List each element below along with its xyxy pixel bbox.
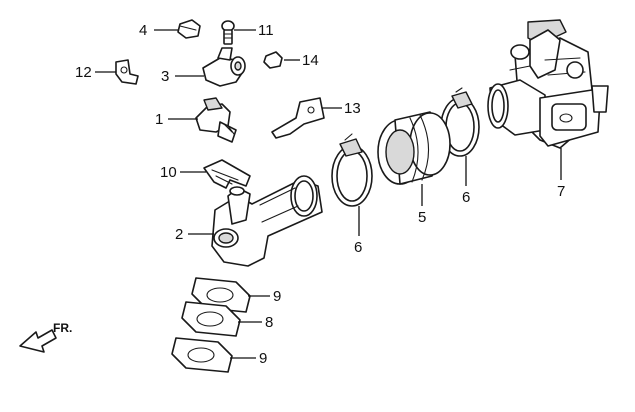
callout-11: 11 — [258, 22, 274, 39]
callout-3: 3 — [161, 68, 169, 85]
callout-8: 8 — [265, 314, 273, 331]
part-stay — [271, 97, 325, 139]
part-intake-manifold — [211, 175, 323, 267]
callout-13: 13 — [344, 100, 361, 117]
part-gasket-middle — [181, 301, 241, 337]
callout-14: 14 — [302, 52, 319, 69]
callout-2: 2 — [175, 226, 183, 243]
callout-10: 10 — [160, 164, 177, 181]
part-gasket-bottom — [171, 337, 233, 373]
front-label: FR. — [53, 321, 72, 335]
callout-12: 12 — [75, 64, 92, 81]
callout-9-bottom: 9 — [259, 350, 267, 367]
arrow-front-icon — [19, 329, 57, 353]
part-joint — [202, 47, 246, 87]
callout-4: 4 — [139, 22, 147, 39]
part-nut — [177, 19, 201, 39]
front-direction-indicator: FR. — [19, 321, 72, 353]
part-cable-bracket — [115, 59, 139, 85]
part-throttle-body — [487, 19, 609, 149]
part-bolt — [221, 20, 235, 45]
callout-5: 5 — [418, 209, 426, 226]
leader-lines — [95, 29, 562, 359]
callout-labels: 4 11 12 3 14 1 13 10 2 6 5 6 7 9 8 9 — [75, 22, 565, 367]
callout-6-left: 6 — [354, 239, 362, 256]
callout-1: 1 — [155, 111, 163, 128]
part-insulator — [377, 111, 451, 185]
callout-9-top: 9 — [273, 288, 281, 305]
callout-7: 7 — [557, 183, 565, 200]
part-clip — [203, 159, 251, 189]
part-hose-clamp-left — [331, 133, 373, 207]
callout-6-right: 6 — [462, 189, 470, 206]
part-fuel-injector — [195, 97, 237, 143]
part-nut-small — [263, 51, 283, 69]
